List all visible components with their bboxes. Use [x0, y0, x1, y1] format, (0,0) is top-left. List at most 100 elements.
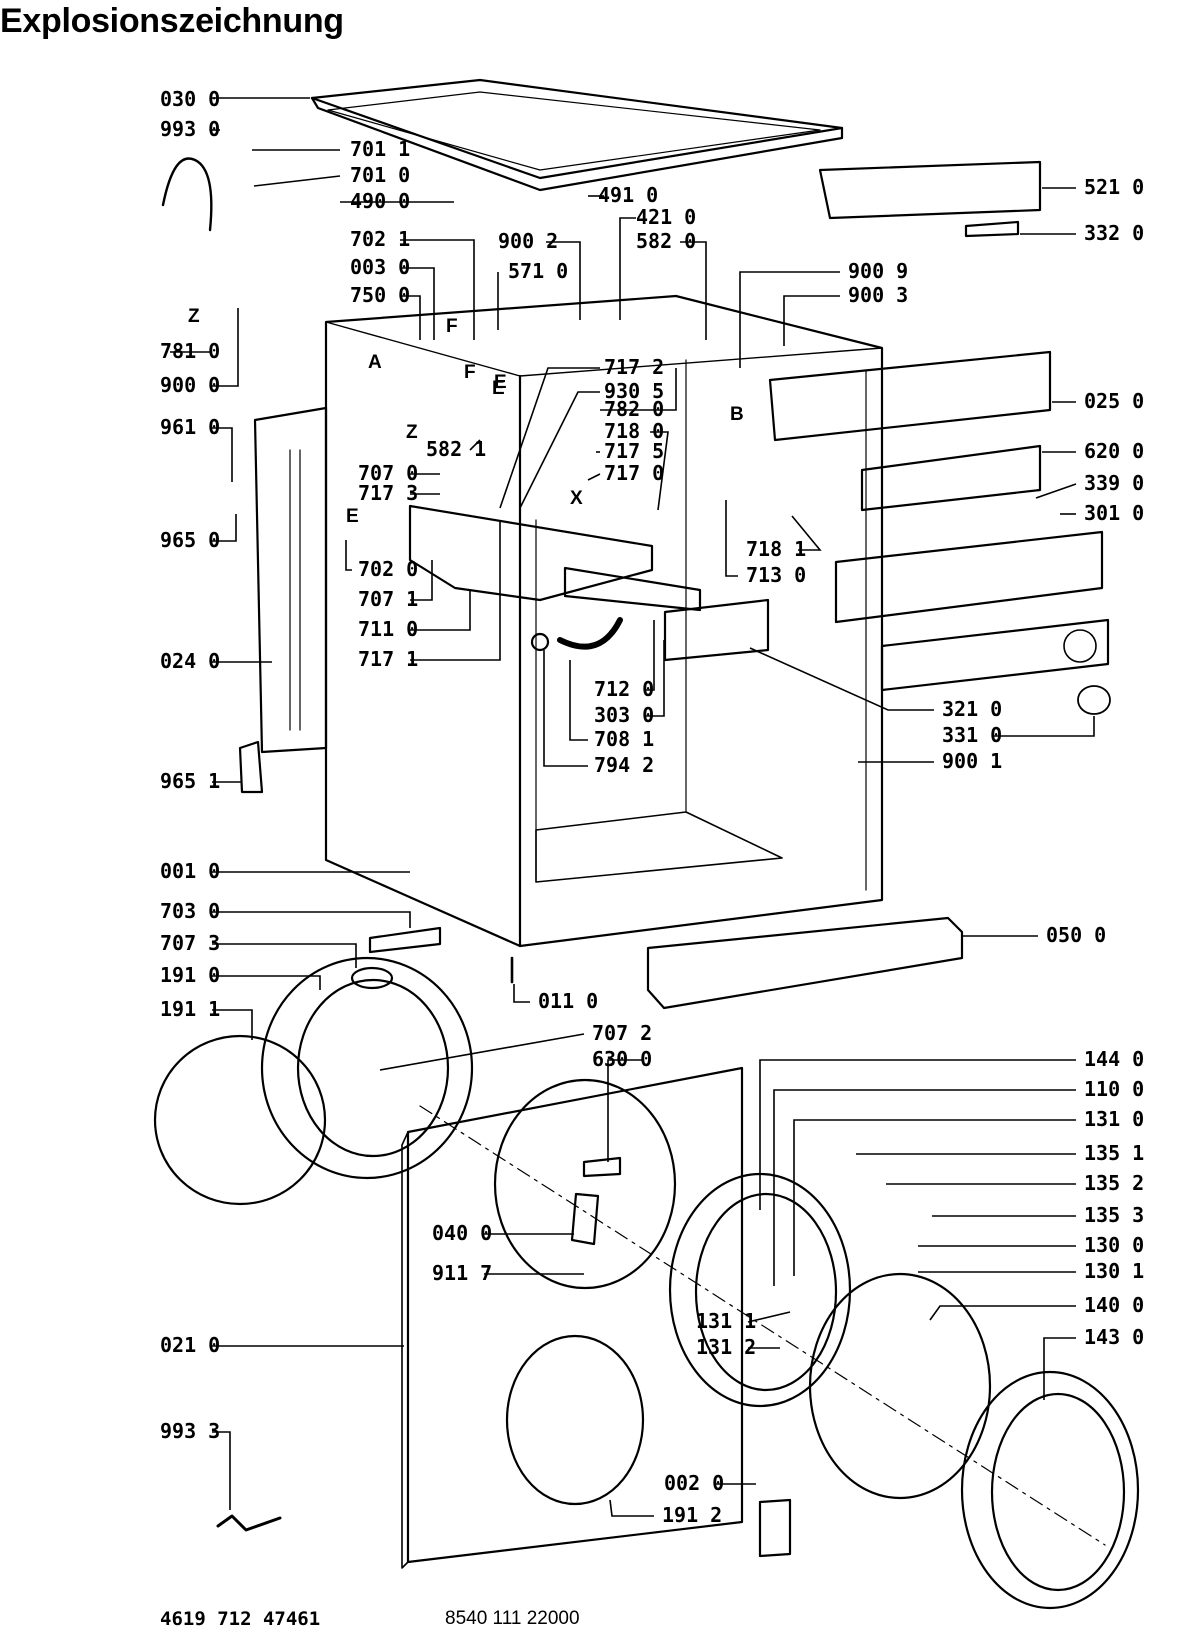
part-label: 717 3: [358, 481, 418, 505]
part-label: 707 1: [358, 587, 418, 611]
part-label: 707 3: [160, 931, 220, 955]
leader-lines: [170, 97, 1095, 1517]
part-label: 130 1: [1084, 1259, 1144, 1283]
leader-line: [609, 1499, 654, 1517]
hinge-pin-703: [368, 926, 442, 954]
reference-marker: F: [446, 316, 458, 337]
part-label: 961 0: [160, 415, 220, 439]
leader-line: [929, 1305, 1076, 1321]
door-ring-143: [960, 1370, 1140, 1610]
part-label: 630 0: [592, 1047, 652, 1071]
part-label: 781 0: [160, 339, 220, 363]
part-label: 713 0: [746, 563, 806, 587]
door-ring-inner: [990, 1392, 1126, 1592]
reference-marker: E: [346, 506, 359, 527]
part-label: 900 9: [848, 259, 908, 283]
part-label: 131 0: [1084, 1107, 1144, 1131]
leader-line: [569, 660, 588, 741]
door-frame-inner: [694, 1192, 838, 1392]
part-label: 001 0: [160, 859, 220, 883]
part-label: 110 0: [1084, 1077, 1144, 1101]
leader-line: [680, 241, 707, 340]
leader-line: [400, 239, 475, 340]
part-label: 965 0: [160, 528, 220, 552]
leader-line: [1035, 483, 1077, 499]
cabinet-opening: [535, 811, 783, 883]
part-label: 993 0: [160, 117, 220, 141]
leader-line: [739, 271, 840, 368]
part-label: 750 0: [350, 283, 410, 307]
part-label: 024 0: [160, 649, 220, 673]
door-glass-140: [808, 1272, 992, 1500]
cabinet-body: [324, 294, 884, 948]
leader-line: [379, 1033, 585, 1071]
service-code: 8540 111 22000: [445, 1608, 580, 1629]
reference-marker: Z: [406, 422, 418, 443]
leader-line: [600, 368, 677, 411]
leader-line: [747, 1311, 791, 1323]
part-label: 582 1: [426, 437, 486, 461]
document-number: 4619 712 47461: [160, 1608, 321, 1630]
plinth-050: [646, 916, 964, 1010]
leader-line: [253, 175, 341, 187]
hose-708: [557, 617, 623, 650]
leader-line: [212, 1431, 231, 1510]
leader-line: [646, 640, 665, 717]
leader-line: [994, 716, 1095, 737]
part-332: [964, 220, 1020, 238]
part-label: 003 0: [350, 255, 410, 279]
leader-line: [587, 473, 601, 481]
leader-line: [410, 590, 471, 631]
part-label: 002 0: [664, 1471, 724, 1495]
reference-marker: B: [730, 404, 744, 425]
part-label: 040 0: [432, 1221, 492, 1245]
drawer-front-303: [663, 598, 770, 662]
part-label: 582 0: [636, 229, 696, 253]
foot-965-1: [238, 740, 264, 794]
top-cover-inner-rim: [327, 91, 821, 171]
part-label: 701 1: [350, 137, 410, 161]
leader-line: [469, 439, 481, 451]
part-label: 321 0: [942, 697, 1002, 721]
leader-line: [519, 391, 600, 509]
part-label: 490 0: [350, 189, 410, 213]
control-frame-301: [834, 530, 1104, 624]
module-521: [818, 160, 1042, 220]
leader-line: [783, 295, 840, 346]
leader-line: [749, 647, 934, 711]
filter-cover-002: [758, 1498, 792, 1558]
part-label: 707 2: [592, 1021, 652, 1045]
part-label: 708 1: [594, 727, 654, 751]
leader-line: [345, 540, 352, 571]
leader-line: [212, 943, 357, 968]
part-label: 521 0: [1084, 175, 1144, 199]
part-label: 900 2: [498, 229, 558, 253]
part-label: 712 0: [594, 677, 654, 701]
rear-panel-seams: [289, 449, 301, 731]
top-cover-edge: [310, 96, 844, 192]
leader-line: [212, 911, 411, 928]
leader-line: [400, 295, 421, 340]
part-label: 702 0: [358, 557, 418, 581]
part-label: 930 5: [604, 379, 664, 403]
part-label: 717 0: [604, 461, 664, 485]
leader-line: [546, 241, 581, 320]
cabinet-inner-lines: [535, 359, 867, 891]
reference-marker: F: [464, 362, 476, 383]
control-panel-321: [880, 618, 1110, 692]
part-label: 717 1: [358, 647, 418, 671]
door-handle-040: [570, 1192, 600, 1246]
leader-line: [212, 514, 237, 542]
tub-front-191-0: [260, 956, 474, 1180]
leader-line: [619, 217, 636, 320]
leader-line: [607, 1059, 644, 1162]
panel-025-strip: [768, 350, 1052, 442]
part-label: 707 0: [358, 461, 418, 485]
part-label: 131 1: [696, 1309, 756, 1333]
part-label: 900 3: [848, 283, 908, 307]
leader-line: [650, 431, 669, 511]
leader-line: [646, 620, 655, 691]
part-label: 339 0: [1084, 471, 1144, 495]
part-label: 025 0: [1084, 389, 1144, 413]
